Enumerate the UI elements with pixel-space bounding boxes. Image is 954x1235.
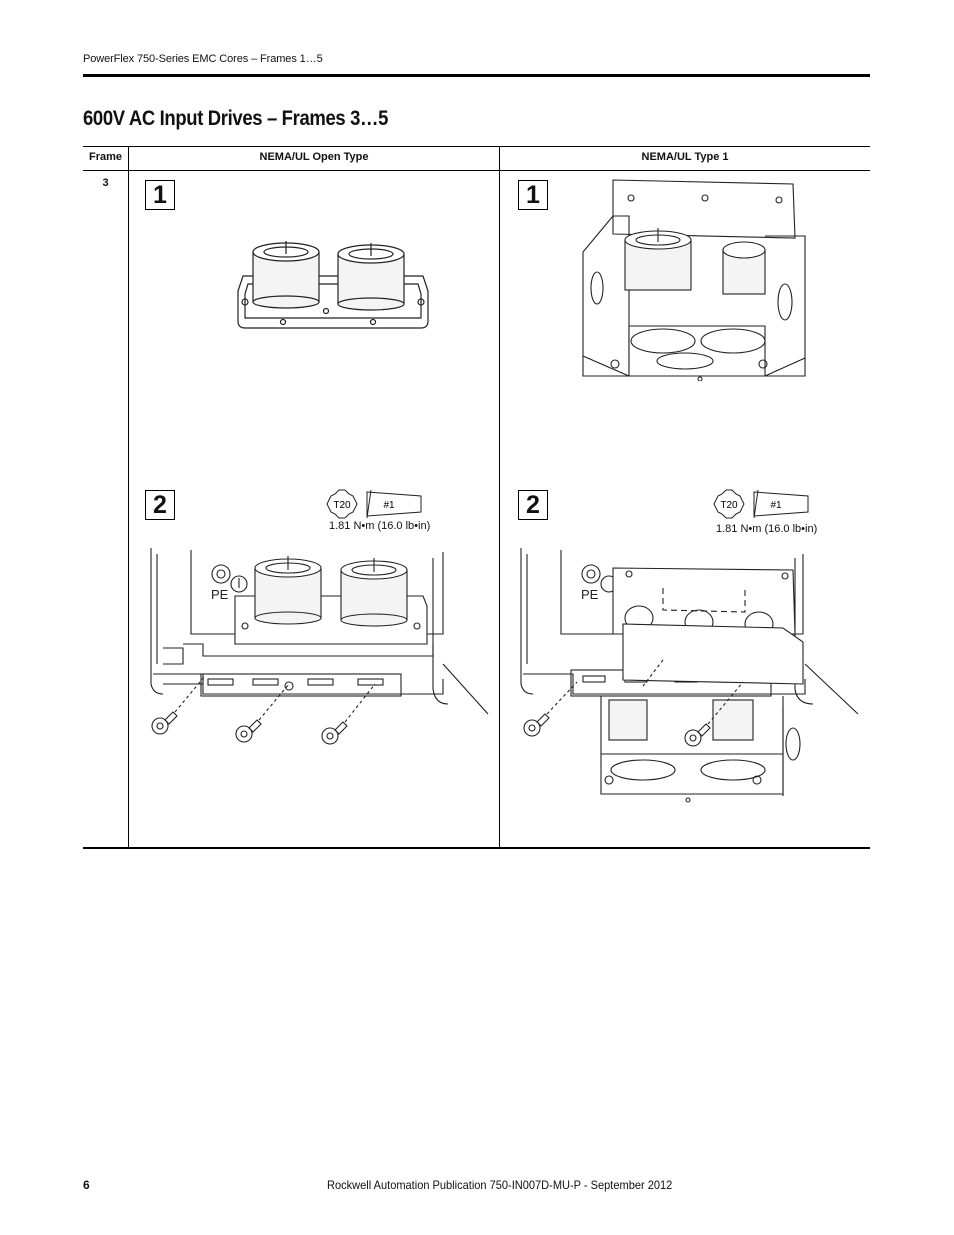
phillips-label: #1 — [770, 500, 782, 511]
phillips-label: #1 — [383, 500, 395, 511]
table-header-rule — [83, 170, 870, 171]
step-1-badge-type1: 1 — [518, 180, 548, 210]
table-column-divider — [128, 146, 129, 847]
table-top-rule — [83, 146, 870, 147]
page-number: 6 — [83, 1178, 90, 1192]
torque-spec-type1: 1.81 N•m (16.0 lb•in) — [716, 523, 818, 535]
step-2-badge-open: 2 — [145, 490, 175, 520]
torque-spec-open: 1.81 N•m (16.0 lb•in) — [329, 520, 431, 532]
running-header: PowerFlex 750-Series EMC Cores – Frames … — [83, 53, 323, 65]
open-type-emc-core-bracket-illustration — [237, 241, 429, 329]
table-bottom-rule — [83, 847, 870, 849]
column-header-open-type: NEMA/UL Open Type — [259, 151, 369, 163]
column-header-type1: NEMA/UL Type 1 — [641, 151, 729, 163]
mounting-screw — [523, 713, 550, 737]
section-title: 600V AC Input Drives – Frames 3…5 — [83, 107, 389, 130]
column-header-frame: Frame — [88, 151, 123, 163]
frames-table: Frame NEMA/UL Open Type NEMA/UL Type 1 3… — [83, 146, 870, 849]
pe-label-open: PE — [211, 587, 229, 602]
open-type-drive-installation-illustration: PE — [150, 548, 489, 745]
phillips-screwdriver-icon: #1 — [366, 489, 422, 519]
torx-bit-icon: T20 — [713, 489, 745, 519]
mounting-screw — [684, 723, 711, 747]
pe-label-type1: PE — [581, 587, 599, 602]
table-column-divider — [499, 146, 500, 847]
torx-label: T20 — [720, 500, 738, 511]
open-type-tool-icons: T20 #1 — [326, 489, 422, 519]
header-rule — [83, 74, 870, 77]
publication-footer: Rockwell Automation Publication 750-IN00… — [327, 1178, 673, 1192]
mounting-screw — [321, 721, 348, 745]
step-2-badge-type1: 2 — [518, 490, 548, 520]
type1-conduit-box-illustration — [582, 179, 806, 381]
type1-drive-installation-illustration: PE — [520, 548, 859, 803]
type1-tool-icons: T20 #1 — [713, 489, 809, 519]
torx-label: T20 — [333, 500, 351, 511]
mounting-screw — [235, 719, 262, 743]
phillips-screwdriver-icon: #1 — [753, 489, 809, 519]
torx-bit-icon: T20 — [326, 489, 358, 519]
step-1-badge-open: 1 — [145, 180, 175, 210]
mounting-screw — [151, 711, 178, 735]
frame-number: 3 — [102, 177, 109, 189]
